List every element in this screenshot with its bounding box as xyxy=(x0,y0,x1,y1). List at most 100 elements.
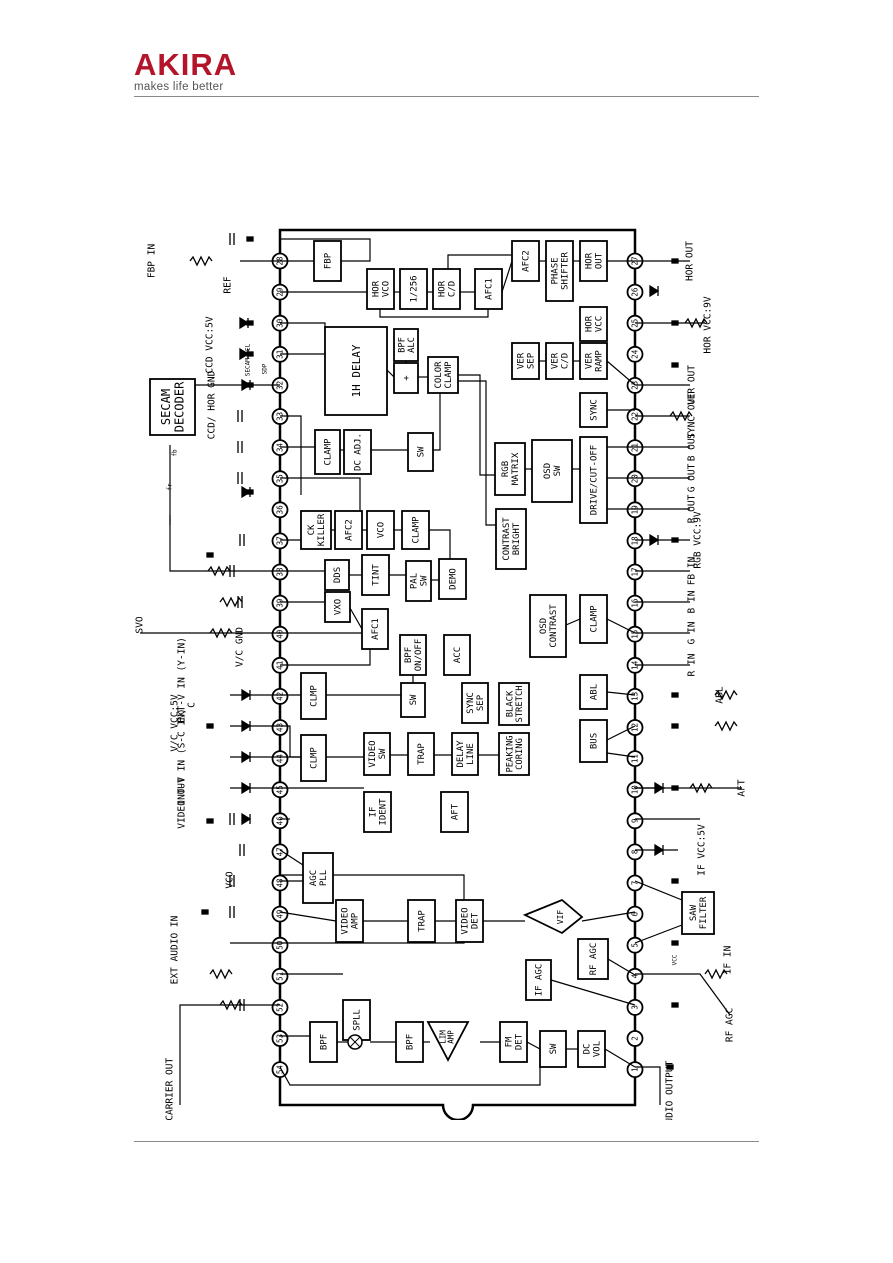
capacitor-symbol xyxy=(229,875,235,887)
block-delay-line: DELAYLINE xyxy=(451,732,479,776)
label-vcc-r: VCC xyxy=(672,954,679,965)
block-osd-sw: OSDSW xyxy=(531,439,573,503)
pin-11: 11 xyxy=(626,750,644,767)
block-label: FBP xyxy=(324,252,334,269)
pin-number: 37 xyxy=(276,536,285,545)
label-sdp: SDP xyxy=(262,363,269,374)
block-label: AFC2 xyxy=(522,250,532,272)
pin-51: 51 xyxy=(271,967,289,985)
ground-symbol xyxy=(206,818,214,824)
block-secam: SECAMDECODER xyxy=(149,378,196,436)
block-label: SAWFILTER xyxy=(689,896,709,929)
block-label: TRAP xyxy=(417,743,427,765)
block-agc-pll: AGCPLL xyxy=(302,852,334,904)
block-label: SECAMDECODER xyxy=(159,381,186,432)
pin-52: 52 xyxy=(271,999,289,1016)
capacitor-symbol xyxy=(237,410,243,422)
pin-3: 3 xyxy=(626,999,644,1016)
label-if-in: IF IN xyxy=(723,945,734,974)
block-peaking: PEAKINGCORING xyxy=(498,732,530,776)
block-hor-vcc: HORVCC xyxy=(579,306,608,342)
block-hor-out: HOROUT xyxy=(579,240,608,282)
ground-symbol xyxy=(671,537,679,543)
block-label: PEAKINGCORING xyxy=(505,735,525,772)
block-label: BPF xyxy=(320,1034,330,1050)
pin-1: 1 xyxy=(626,1061,644,1078)
block-clamp-c: CLAMP xyxy=(579,594,608,644)
pin-number: 8 xyxy=(631,849,640,854)
block-sw-a: SW xyxy=(407,432,434,472)
pin-36: 36 xyxy=(271,501,289,519)
pin-number: 6 xyxy=(631,911,640,916)
block-label: AFC1 xyxy=(485,278,495,300)
ground-symbol xyxy=(671,320,679,326)
pin-42: 42 xyxy=(271,687,289,705)
block-trap-a: TRAP xyxy=(407,732,435,776)
block-phase-shifter: PHASESHIFTER xyxy=(545,240,574,302)
block-label: PALSW xyxy=(410,573,430,589)
diode-symbol xyxy=(649,533,660,547)
label-secam-sel: SECAM-SEL xyxy=(245,343,252,376)
pin-number: 38 xyxy=(276,567,285,577)
pin-19: 19 xyxy=(626,501,644,519)
label-hor-out-lbl: HOR OUT xyxy=(685,241,696,281)
pin-number: 40 xyxy=(276,629,285,639)
block-label: CLMP xyxy=(310,685,320,707)
pin-47: 47 xyxy=(271,843,289,861)
ground-symbol xyxy=(246,236,254,242)
ground-symbol xyxy=(671,258,679,264)
block-label: VXO xyxy=(334,599,344,615)
block-div256: 1/256 xyxy=(399,268,428,310)
pin-18: 18 xyxy=(626,532,644,550)
block-pal-sw: PALSW xyxy=(405,560,432,602)
block-label: VIF xyxy=(556,910,565,925)
pin-number: 52 xyxy=(276,1003,285,1012)
block-label: CKKILLER xyxy=(307,513,327,546)
pin-40: 40 xyxy=(271,625,289,643)
block-label: SW xyxy=(409,694,419,705)
block-label: BLACKSTRETCH xyxy=(505,685,525,722)
resistor-symbol xyxy=(714,689,738,701)
block-label: CLAMP xyxy=(324,438,334,466)
footer-rule xyxy=(134,1141,759,1142)
block-label: AFT xyxy=(451,803,461,820)
block-video-amp: VIDEOAMP xyxy=(335,899,364,943)
pin-number: 36 xyxy=(276,505,285,515)
pin-number: 35 xyxy=(276,474,285,483)
block-hor-cd: HORC/D xyxy=(432,268,461,310)
label-abl-r: ABL xyxy=(715,686,726,703)
block-dc-vol: DCVOL xyxy=(577,1030,606,1068)
chip-outline xyxy=(278,228,637,1120)
pin-number: 1 xyxy=(631,1067,640,1072)
block-bus: BUS xyxy=(579,719,608,763)
pin-5: 5 xyxy=(626,936,644,954)
block-label: HORVCC xyxy=(585,315,605,332)
capacitor-symbol xyxy=(229,233,235,245)
ground-symbol xyxy=(671,878,679,884)
block-label: COLORCLAMP xyxy=(434,361,454,389)
block-label: IFIDENT xyxy=(369,798,389,826)
ground-symbol xyxy=(206,723,214,729)
block-ver-ramp: VERRAMP xyxy=(579,342,608,380)
label-b-out: B OUT xyxy=(687,432,698,461)
label-g-out: G OUT xyxy=(687,463,698,492)
block-sw-c: SW xyxy=(539,1030,567,1068)
capacitor-symbol xyxy=(239,534,245,546)
label-ref: REF xyxy=(223,276,234,293)
pin-number: 24 xyxy=(631,349,640,359)
pin-number: 9 xyxy=(631,819,640,824)
block-label: DELAYLINE xyxy=(456,740,476,768)
label-ccd-gnd: CCD/ HOR GND xyxy=(207,370,218,439)
block-label: BPFON/OFF xyxy=(404,639,424,672)
block-label: TINT xyxy=(372,564,382,586)
label-hor-vcc-lbl: HOR VCC:9V xyxy=(703,296,714,353)
pin-17: 17 xyxy=(626,563,644,581)
akira-logo: AKIRA makes life better xyxy=(134,49,237,93)
label-ext-v: EXT-V IN (Y-IN) xyxy=(177,637,188,723)
pin-number: 17 xyxy=(631,567,640,576)
block-label: PHASESHIFTER xyxy=(551,251,571,290)
block-clmp-a: CLMP xyxy=(300,672,327,720)
pin-number: 12 xyxy=(631,723,640,732)
pin-number: 50 xyxy=(276,940,285,950)
diode-symbol xyxy=(241,812,252,826)
